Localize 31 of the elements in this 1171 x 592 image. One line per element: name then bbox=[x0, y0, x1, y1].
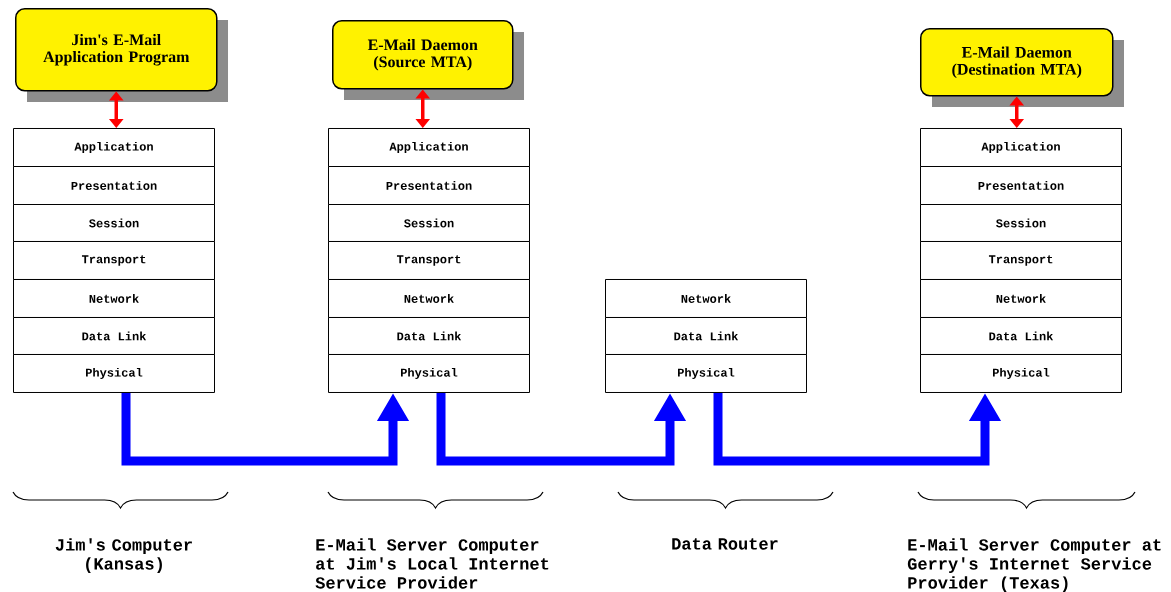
caption: Jim's Computer (Kansas) bbox=[55, 538, 192, 574]
layer-box: Session bbox=[13, 204, 215, 242]
layer-box: Presentation bbox=[13, 166, 215, 205]
layer-box: Session bbox=[328, 204, 530, 242]
layer-box: Transport bbox=[13, 241, 215, 280]
layer-box: Physical bbox=[328, 354, 530, 393]
layer-box: Application bbox=[920, 128, 1122, 167]
caption: E-Mail Server Computer at Jim's Local Internet Service Provider bbox=[315, 538, 549, 589]
layer-box: Transport bbox=[328, 241, 530, 280]
program-box: E-Mail Daemon (Source MTA) bbox=[332, 20, 524, 100]
layer-box: Network bbox=[605, 279, 807, 318]
program-box: E-Mail Daemon (Destination MTA) bbox=[920, 28, 1124, 107]
layer-box: Session bbox=[920, 204, 1122, 242]
layer-box: Network bbox=[328, 279, 530, 318]
layer-box: Application bbox=[328, 128, 530, 167]
layer-box: Network bbox=[13, 279, 215, 318]
layer-box: Data Link bbox=[328, 317, 530, 355]
layer-box: Physical bbox=[920, 354, 1122, 393]
layer-box: Application bbox=[13, 128, 215, 167]
layer-box: Presentation bbox=[328, 166, 530, 205]
layer-box: Data Link bbox=[920, 317, 1122, 355]
caption: Data Router bbox=[672, 538, 778, 550]
layer-box: Physical bbox=[13, 354, 215, 393]
layer-box: Data Link bbox=[13, 317, 215, 355]
layer-box: Data Link bbox=[605, 317, 807, 355]
caption: E-Mail Server Computer at Gerry's Internet Service Provider (Texas) bbox=[907, 538, 1161, 592]
program-box: Jim's E-Mail Application Program bbox=[15, 8, 228, 102]
layer-box: Network bbox=[920, 279, 1122, 318]
layer-box: Transport bbox=[920, 241, 1122, 280]
layer-box: Physical bbox=[605, 354, 807, 393]
layer-box: Presentation bbox=[920, 166, 1122, 205]
